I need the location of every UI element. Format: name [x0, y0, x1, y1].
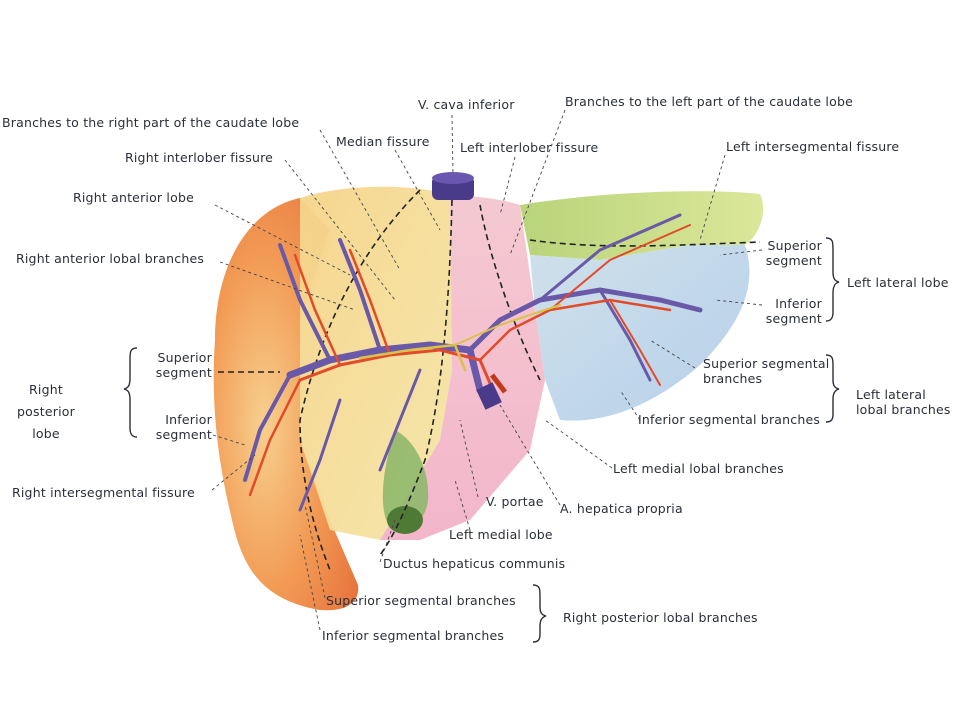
bile-duct: [358, 343, 467, 372]
label-inferior-segmental-branches-left: Inferior segmental branches: [638, 412, 821, 427]
label-inferior-segment-right-posterior: Inferior segment: [155, 412, 212, 442]
label-v-cava-inferior: V. cava inferior: [418, 97, 515, 112]
left-interlober-fissure-line: [479, 204, 541, 381]
brace-left-lateral-lobe: [825, 237, 840, 322]
label-superior-segmental-branches-left: Superior segmental branches: [703, 356, 830, 386]
label-right-anterior-lobe: Right anterior lobe: [73, 190, 194, 205]
label-superior-segment-left-lateral: Superior segment: [765, 238, 822, 268]
label-left-medial-lobal-branches: Left medial lobal branches: [613, 461, 784, 476]
label-inferior-segmental-branches-bottom: Inferior segmental branches: [322, 628, 505, 643]
label-right-posterior-lobal-branches: Right posterior lobal branches: [563, 610, 758, 625]
hepatic-artery-stump: [490, 373, 507, 394]
portal-vein-stump: [476, 382, 502, 410]
label-right-anterior-lobal-branches: Right anterior lobal branches: [16, 251, 205, 266]
label-left-intersegmental-fissure: Left intersegmental fissure: [726, 139, 900, 154]
label-ductus-hepaticus-communis: Ductus hepaticus communis: [383, 556, 566, 571]
label-branches-right-caudate: Branches to the right part of the caudat…: [2, 115, 300, 130]
brace-right-posterior: [123, 347, 138, 438]
median-fissure-line: [379, 199, 453, 556]
gallbladder: [382, 430, 429, 531]
label-v-portae: V. portae: [486, 494, 544, 509]
label-right-interlober-fissure: Right interlober fissure: [125, 150, 274, 165]
left-lateral-inferior-segment-region: [530, 245, 750, 421]
right-interlober-fissure-line: [299, 189, 421, 571]
label-left-lateral-lobe: Left lateral lobe: [847, 275, 949, 290]
brace-right-posterior-lobal-branches: [532, 584, 547, 643]
left-lateral-superior-segment-region: [520, 191, 764, 260]
brace-left-lateral-lobal-branches: [825, 354, 840, 423]
right-posterior-lobe-region: [213, 198, 359, 611]
label-median-fissure: Median fissure: [336, 134, 430, 149]
label-right-posterior-lobe: Right posterior lobe: [17, 382, 75, 441]
hepatic-artery: [298, 348, 497, 397]
label-left-medial-lobe: Left medial lobe: [449, 527, 553, 542]
label-a-hepatica-propria: A. hepatica propria: [560, 501, 683, 516]
label-left-lateral-lobal-branches: Left lateral lobal branches: [856, 387, 951, 417]
left-medial-lobe-region: [380, 195, 545, 540]
label-superior-segmental-branches-bottom: Superior segmental branches: [326, 593, 516, 608]
label-inferior-segment-left-lateral: Inferior segment: [765, 296, 822, 326]
label-left-interlober-fissure: Left interlober fissure: [460, 140, 599, 155]
label-right-intersegmental-fissure: Right intersegmental fissure: [12, 485, 195, 500]
label-superior-segment-right-posterior: Superior segment: [155, 350, 212, 380]
label-branches-left-caudate: Branches to the left part of the caudate…: [565, 94, 853, 109]
